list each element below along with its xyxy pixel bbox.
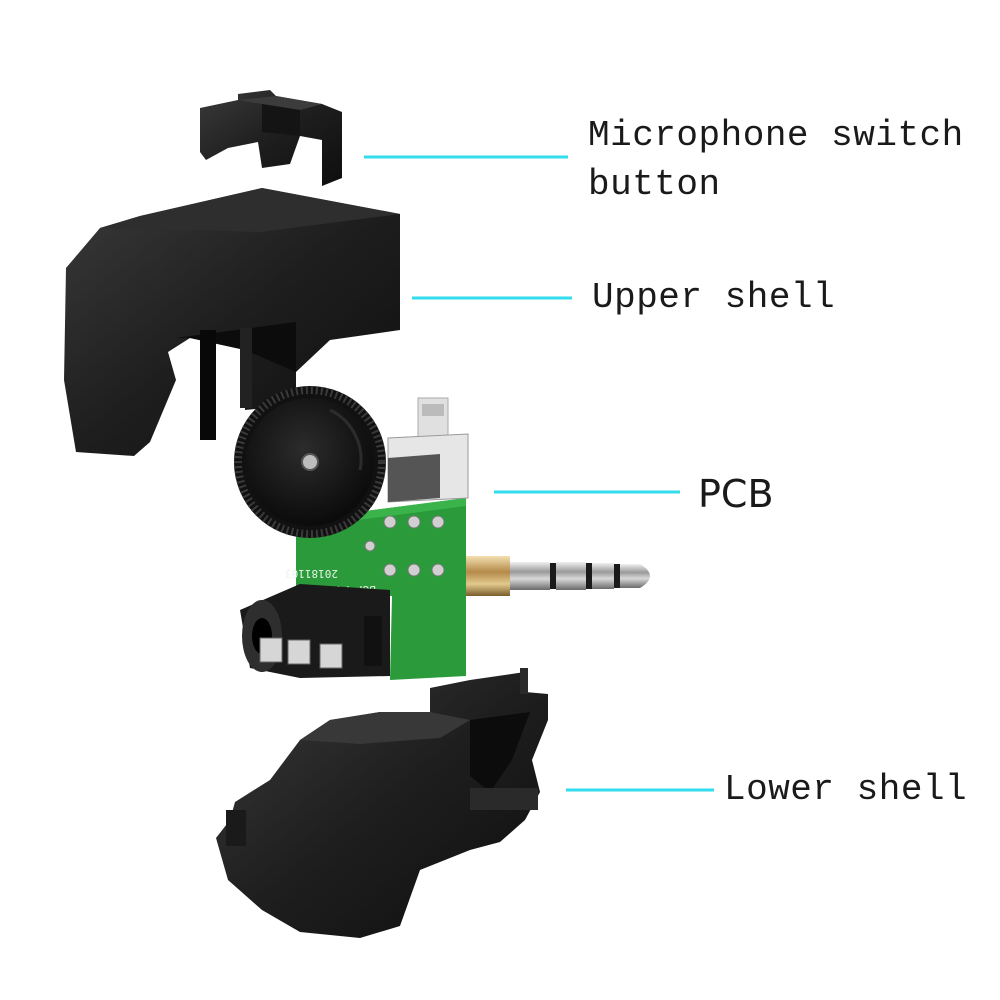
upper-shell-part [64,188,400,456]
label-pcb: PCB [698,472,774,516]
label-upper-shell: Upper shell [592,277,836,318]
push-switch-part [387,397,469,503]
label-microphone-switch-line2: button [588,164,721,205]
volume-wheel-part [234,386,386,538]
pcb-print-date: 20181103 [285,567,338,580]
audio-jack-socket-part [240,584,390,678]
label-lower-shell: Lower shell [724,769,968,810]
lower-shell-part [216,668,548,938]
microphone-switch-button-part [200,90,342,186]
label-microphone-switch-line1: Microphone switch [588,115,964,156]
trrs-plug-part [466,556,650,596]
